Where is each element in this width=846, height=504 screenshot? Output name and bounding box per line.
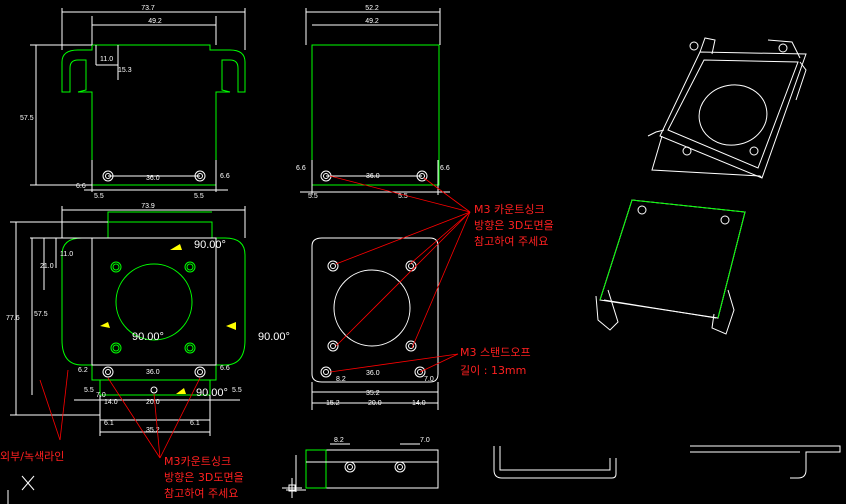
dim-14-0-b: 14.0 (412, 400, 426, 407)
dim-35-2-b: 35.2 (366, 390, 380, 397)
crosshair-cursor-icon (282, 478, 302, 498)
note-standoff-2: 길이 : 13mm (460, 364, 526, 377)
dim-14-0-a: 14.0 (104, 399, 118, 406)
view-profile-right (493, 445, 841, 479)
note-countersink-left-3: 참고하여 주세요 (164, 486, 238, 500)
view-top-left: 73.7 49.2 11.0 15.3 57.5 36.0 6.6 6.6 5.… (20, 5, 246, 200)
dim-8-2-b: 8.2 (334, 437, 344, 444)
dim-6-6-b: 6.6 (220, 173, 230, 180)
dim-57-5-b: 57.5 (34, 311, 48, 318)
dim-36-side: 36.0 (366, 173, 380, 180)
annotation-notes: M3 카운트싱크 방향은 3D도면을 참고하여 주세요 M3 스탠드오프 길이 … (0, 203, 554, 500)
view-3d-top (647, 37, 807, 179)
note-outline-label: 외부/녹색라인 (0, 450, 64, 463)
view-3d-bottom (595, 199, 746, 335)
dim-15-3: 15.3 (118, 67, 132, 74)
dim-21-0: 21.0 (40, 263, 54, 270)
dim-top-width-inner: 49.2 (148, 18, 162, 25)
angle-90-c: 90.00° (258, 331, 290, 343)
angle-90-d: 90.00° (196, 387, 228, 399)
dim-35-2-a: 35.2 (146, 427, 160, 434)
dim-5-5-e: 5.5 (84, 387, 94, 394)
dim-6-1-b: 6.1 (190, 420, 200, 427)
dim-6-1-a: 6.1 (104, 420, 114, 427)
dim-11-0-b: 11.0 (60, 251, 73, 258)
dim-side-width-inner: 49.2 (365, 18, 379, 25)
dim-5-5-c: 5.5 (308, 193, 318, 200)
note-countersink-right-1: M3 카운트싱크 (474, 203, 545, 216)
dim-7-0-a: 7.0 (96, 392, 106, 399)
ucs-icon (7, 475, 35, 504)
dim-7-0-c: 7.0 (420, 437, 430, 444)
dim-side-width-outer: 52.2 (365, 5, 379, 12)
dim-6-2: 6.2 (78, 367, 88, 374)
dim-11-0: 11.0 (100, 56, 113, 63)
dim-20-0-a: 20.0 (146, 399, 160, 406)
annotation-leaders (39, 175, 471, 459)
dim-36-plate: 36.0 (366, 370, 380, 377)
view-top-middle: 52.2 49.2 6.6 36.0 6.6 5.5 5.5 (296, 5, 450, 200)
angle-90-a: 90.00° (194, 239, 226, 251)
dim-5-5-b: 5.5 (194, 193, 204, 200)
note-countersink-right-2: 방향은 3D도면을 (474, 219, 554, 232)
dim-6-6-a: 6.6 (76, 183, 86, 190)
dim-20-0-b: 20.0 (368, 400, 382, 407)
dim-5-5-f: 5.5 (232, 387, 242, 394)
dim-6-6-e: 6.6 (220, 365, 230, 372)
view-plate: 8.2 7.0 36.0 35.2 15.2 20.0 14.0 (311, 237, 439, 410)
dim-73-9: 73.9 (141, 203, 155, 210)
dim-57-5-left: 57.5 (20, 115, 34, 122)
note-countersink-left-1: M3카운트싱크 (164, 455, 231, 468)
dim-8-2-a: 8.2 (336, 376, 346, 383)
view-main-left: 73.9 21.0 11.0 77.6 57.5 6.2 36.0 6.6 5.… (6, 203, 290, 436)
dim-top-width-outer: 73.7 (141, 5, 155, 12)
note-countersink-left-2: 방향은 3D도면을 (164, 471, 244, 484)
dim-6-6-d: 6.6 (440, 165, 450, 172)
dim-6-6-c: 6.6 (296, 165, 306, 172)
dim-36-top: 36.0 (146, 175, 160, 182)
note-standoff-1: M3 스탠드오프 (460, 346, 531, 359)
dim-77-6: 77.6 (6, 315, 20, 322)
dim-5-5-a: 5.5 (94, 193, 104, 200)
dim-36-main: 36.0 (146, 369, 160, 376)
angle-90-b: 90.00° (132, 331, 164, 343)
note-countersink-right-3: 참고하여 주세요 (474, 234, 548, 248)
dim-5-5-d: 5.5 (398, 193, 408, 200)
dim-15-2: 15.2 (326, 400, 340, 407)
view-edge: 8.2 7.0 (286, 437, 439, 492)
dim-7-0-b: 7.0 (424, 376, 434, 383)
